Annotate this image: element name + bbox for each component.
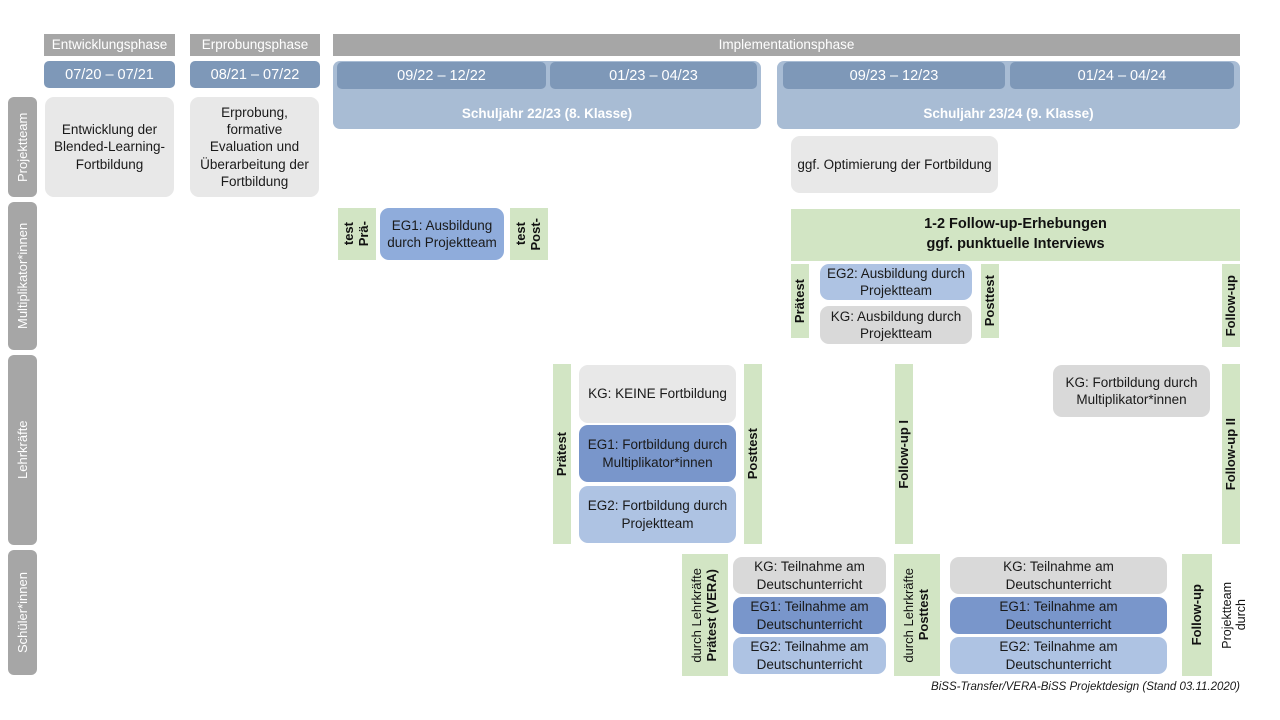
praetest-line2: test [341, 222, 357, 246]
schueler-posttest: Posttest durch Lehrkräfte [894, 554, 940, 676]
row-label-multiplikator: Multiplikator*innen [8, 202, 37, 350]
schueler-kg-box-1: KG: Teilnahme am Deutschunterricht [733, 557, 886, 594]
schueler-eg2-box-1: EG2: Teilnahme am Deutschunterricht [733, 637, 886, 674]
phase-header-erprobung: Erprobungsphase [190, 34, 320, 56]
followup-label: Follow-up [1222, 274, 1238, 337]
schueler-followup: Follow-up [1182, 554, 1212, 676]
row-label-projektteam: Projektteam [8, 97, 37, 197]
multiplikator-eg2-box: EG2: Ausbildung durch Projektteam [820, 264, 972, 300]
posttest-label: Posttest [981, 275, 997, 327]
row-label-lehrkraefte: Lehrkräfte [8, 355, 37, 545]
period-0923-1223: 09/23 – 12/23 [783, 62, 1005, 89]
schueler-followup-sub: durch Projektteam [1212, 554, 1256, 676]
lehrkraefte-followup-2: Follow-up II [1222, 364, 1240, 544]
lehrkraefte-eg2-box: EG2: Fortbildung durch Projektteam [579, 486, 736, 543]
lehrkraefte-kg-fortbildung-box: KG: Fortbildung durch Multiplikator*inne… [1053, 365, 1210, 417]
followup-sub-durch: durch [1234, 599, 1248, 631]
projektteam-erprobung-box: Erprobung, formative Evaluation und Über… [190, 97, 319, 197]
phase-header-implementation: Implementationsphase [333, 34, 1240, 56]
posttest-label: Posttest [744, 428, 760, 480]
followup-banner-line1: 1-2 Follow-up-Erhebungen [924, 216, 1107, 233]
praetest-vera-label: Prätest (VERA) [704, 568, 719, 662]
praetest-line1: Prä- [356, 221, 371, 247]
posttest-line2: test [513, 222, 529, 246]
multiplikator-kg-box: KG: Ausbildung durch Projektteam [820, 306, 972, 344]
schueler-eg1-box-2: EG1: Teilnahme am Deutschunterricht [950, 597, 1167, 634]
footer-credit: BiSS-Transfer/VERA-BiSS Projektdesign (S… [931, 681, 1240, 693]
period-0124-0424: 01/24 – 04/24 [1010, 62, 1234, 89]
row-label-schueler: Schüler*innen [8, 550, 37, 675]
posttest-sub: durch Lehrkräfte [901, 567, 917, 663]
followup2-label: Follow-up II [1222, 417, 1238, 491]
phase-header-entwicklung: Entwicklungsphase [44, 34, 175, 56]
praetest-label: Prätest [791, 278, 807, 324]
followup-banner-line2: ggf. punktuelle Interviews [926, 236, 1105, 252]
followup-sub-projektteam: Projektteam [1219, 581, 1234, 649]
followup1-label: Follow-up I [895, 419, 911, 489]
praetest-vera-sub: durch Lehrkräfte [689, 567, 705, 663]
lehrkraefte-eg1-box: EG1: Fortbildung durch Multiplikator*inn… [579, 425, 736, 482]
multiplikator-praetest-1: Prä- test [338, 208, 376, 260]
multiplikator-eg1-box: EG1: Ausbildung durch Projektteam [380, 208, 504, 260]
multiplikator-posttest-2: Posttest [981, 264, 999, 338]
schueler-eg1-box-1: EG1: Teilnahme am Deutschunterricht [733, 597, 886, 634]
period-0123-0423: 01/23 – 04/23 [550, 62, 757, 89]
schueler-eg2-box-2: EG2: Teilnahme am Deutschunterricht [950, 637, 1167, 674]
multiplikator-posttest-1: Post- test [510, 208, 548, 260]
schueler-kg-box-2: KG: Teilnahme am Deutschunterricht [950, 557, 1167, 594]
posttest-line1: Post- [528, 217, 543, 251]
period-0922-1222: 09/22 – 12/22 [337, 62, 546, 89]
posttest-label: Posttest [916, 589, 931, 641]
period-0821-0722: 08/21 – 07/22 [190, 61, 320, 88]
multiplikator-followup: Follow-up [1222, 264, 1240, 347]
followup-label: Follow-up [1188, 584, 1204, 646]
multiplikator-praetest-2: Prätest [791, 264, 809, 338]
period-0720-0721: 07/20 – 07/21 [44, 61, 175, 88]
projektteam-entwicklung-box: Entwicklung der Blended-Learning-Fortbil… [45, 97, 174, 197]
lehrkraefte-kg-keine-box: KG: KEINE Fortbildung [579, 365, 736, 423]
praetest-label: Prätest [553, 431, 569, 477]
projektteam-optimierung-box: ggf. Optimierung der Fortbildung [791, 136, 998, 193]
lehrkraefte-followup-1: Follow-up I [895, 364, 913, 544]
lehrkraefte-praetest: Prätest [553, 364, 571, 544]
multiplikator-followup-banner: 1-2 Follow-up-Erhebungen ggf. punktuelle… [791, 209, 1240, 261]
schueler-praetest-vera: Prätest (VERA) durch Lehrkräfte [682, 554, 728, 676]
lehrkraefte-posttest: Posttest [744, 364, 762, 544]
